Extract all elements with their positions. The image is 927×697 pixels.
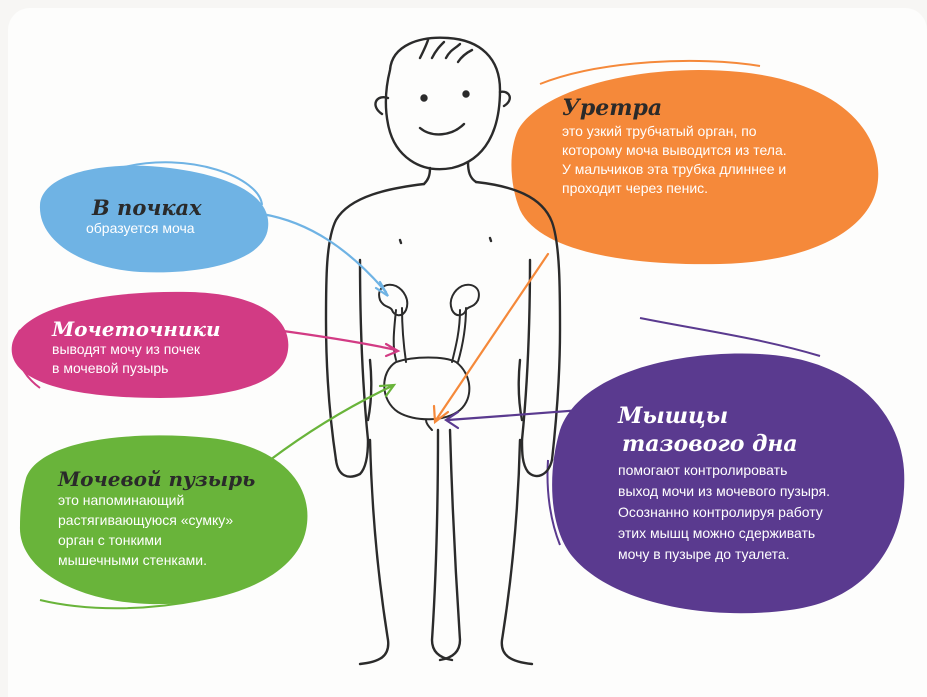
muscles-title-line: тазового дна (622, 430, 898, 458)
bladder-text-line: растягивающуюся «сумку» (58, 510, 288, 530)
ureters-text-line: выводят мочу из почек (52, 340, 292, 359)
urethra-text-line: которому моча выводится из тела. (562, 141, 862, 160)
muscles-text-line: этих мышц можно сдерживать (618, 523, 898, 544)
bladder-text-line: орган с тонкими (58, 530, 288, 550)
kidneys-title: В почках (92, 196, 256, 219)
ureters-text-line: в мочевой пузырь (52, 359, 292, 378)
muscles-text-line: помогают контролировать (618, 460, 898, 481)
urethra-text-line: проходит через пенис. (562, 179, 862, 198)
urethra-title: Уретра (562, 96, 862, 120)
bladder-text-line: мышечными стенками. (58, 550, 288, 570)
muscles-title-line: Мышцы (618, 402, 898, 430)
urethra-text-line: это узкий трубчатый орган, по (562, 122, 862, 141)
label-ureters: Мочеточники выводят мочу из почек в моче… (52, 318, 292, 378)
label-urethra: Уретра это узкий трубчатый орган, по кот… (562, 96, 862, 198)
kidneys-text-line: образуется моча (86, 219, 256, 238)
muscles-text-line: выход мочи из мочевого пузыря. (618, 481, 898, 502)
bladder-title: Мочевой пузырь (58, 468, 288, 490)
label-kidneys: В почках образуется моча (86, 196, 256, 238)
ureters-title: Мочеточники (52, 318, 292, 340)
bladder-text-line: это напоминающий (58, 490, 288, 510)
urinary-organs (379, 285, 479, 430)
urethra-text-line: У мальчиков эта трубка длиннее и (562, 160, 862, 179)
label-bladder: Мочевой пузырь это напоминающий растягив… (58, 468, 288, 570)
label-pelvic-floor: Мышцы тазового дна помогают контролирова… (618, 402, 898, 565)
muscles-text-line: мочу в пузыре до туалета. (618, 544, 898, 565)
muscles-text-line: Осознанно контролируя работу (618, 502, 898, 523)
